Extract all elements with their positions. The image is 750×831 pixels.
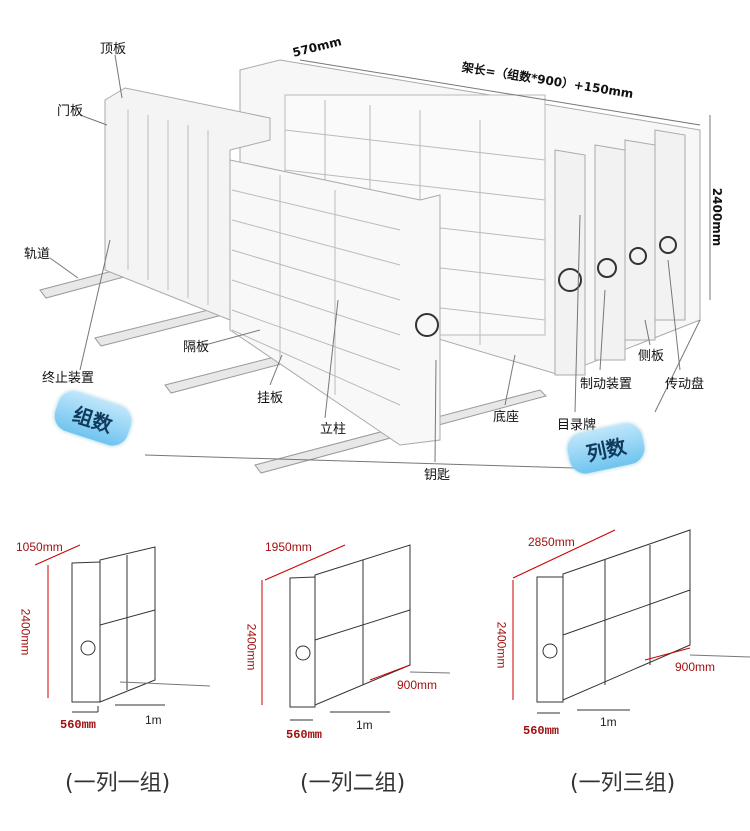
variant-1-caption: (一列一组) <box>65 771 171 796</box>
variant-1-width: 560mm <box>60 718 97 732</box>
front-wheel-icon <box>415 313 439 337</box>
label-top-panel: 顶板 <box>100 42 127 57</box>
label-stop-device: 终止装置 <box>42 371 95 386</box>
variant-3-group-width: 900mm <box>675 660 716 674</box>
door-lines <box>127 110 209 305</box>
variant-1 <box>34 544 211 713</box>
variant-2-caption: (一列二组) <box>300 771 406 796</box>
variant-3-caption: (一列三组) <box>570 771 676 796</box>
variant-2-track: 1m <box>356 718 373 732</box>
side-panels <box>554 129 686 376</box>
variant-3-length: 2850mm <box>528 535 575 549</box>
label-brake-device: 制动装置 <box>580 377 633 392</box>
label-door-panel: 门板 <box>57 104 84 119</box>
label-catalog-card: 目录牌 <box>557 418 597 433</box>
variant-3-track: 1m <box>600 715 617 729</box>
label-drive-wheel: 传动盘 <box>665 377 705 392</box>
drive-wheel-icons <box>558 236 677 292</box>
variant-2-group-width: 900mm <box>397 678 438 692</box>
open-unit-shelves <box>231 175 401 406</box>
label-side-panel: 侧板 <box>638 349 665 364</box>
variant-2-width: 560mm <box>286 728 323 742</box>
label-key: 钥匙 <box>424 468 451 483</box>
variant-drawings <box>34 529 750 721</box>
label-column: 立柱 <box>320 422 347 437</box>
variant-2-length: 1950mm <box>265 540 312 554</box>
height-dimension: 2400mm <box>710 187 725 247</box>
variant-3-width: 560mm <box>523 724 560 738</box>
variant-3-height: 2400mm <box>494 621 509 669</box>
variant-1-length: 1050mm <box>16 540 63 554</box>
variant-3 <box>512 529 750 714</box>
label-hanging-panel: 挂板 <box>257 391 284 406</box>
leader-lines <box>49 54 711 469</box>
variant-2 <box>261 544 451 721</box>
variant-1-track: 1m <box>145 713 162 727</box>
label-track: 轨道 <box>24 247 51 262</box>
label-partition: 隔板 <box>183 340 210 355</box>
variant-2-height: 2400mm <box>244 623 259 671</box>
label-base: 底座 <box>493 410 520 425</box>
variant-1-height: 2400mm <box>18 608 33 656</box>
